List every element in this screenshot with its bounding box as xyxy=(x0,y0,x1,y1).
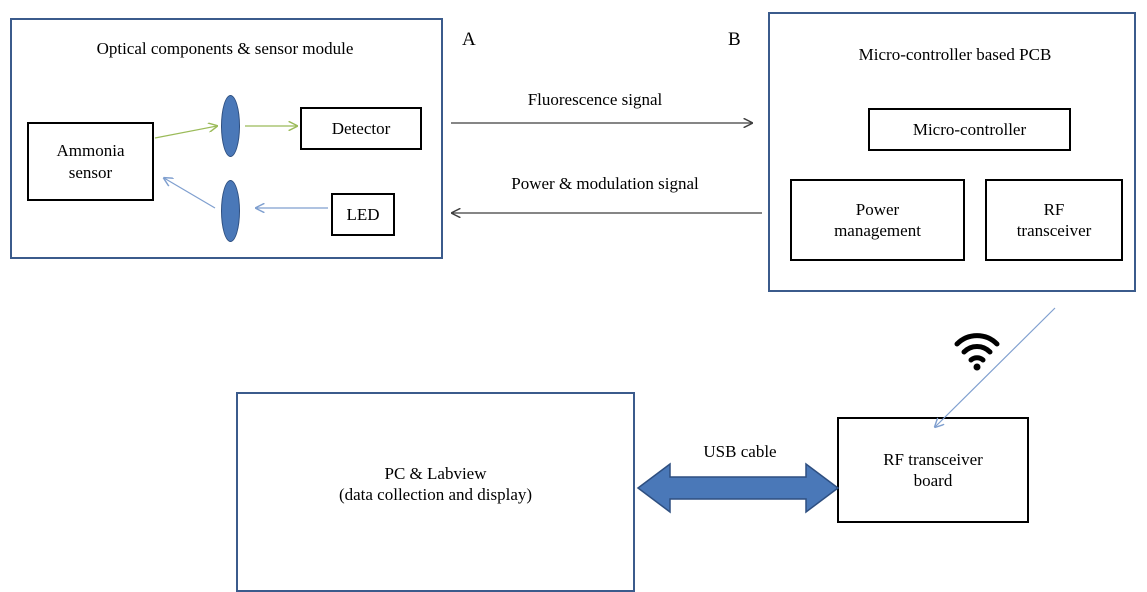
wireless-link-arrow xyxy=(935,307,1056,427)
power-management-box: Power management xyxy=(790,179,965,261)
pcb-title: Micro-controller based PCB xyxy=(858,45,1052,64)
lens-upper-icon xyxy=(221,95,240,157)
pc-labview-title: PC & Labview (data collection and displa… xyxy=(338,464,533,505)
detector-box: Detector xyxy=(300,107,422,150)
power-modulation-signal-label: Power & modulation signal xyxy=(511,174,699,193)
usb-cable-label: USB cable xyxy=(703,442,777,461)
microcontroller-box: Micro-controller xyxy=(868,108,1071,151)
led-box: LED xyxy=(331,193,395,236)
fluorescence-signal-label: Fluorescence signal xyxy=(527,90,663,109)
label-b: B xyxy=(728,29,741,50)
rf-transceiver-board: RF transceiver board xyxy=(837,417,1029,523)
wifi-icon xyxy=(954,333,1000,371)
lens-lower-icon xyxy=(221,180,240,242)
optical-module-title: Optical components & sensor module xyxy=(96,39,354,58)
usb-double-arrow xyxy=(636,462,840,514)
ammonia-sensor-box: Ammonia sensor xyxy=(27,122,154,201)
rf-transceiver-box: RF transceiver xyxy=(985,179,1123,261)
label-a: A xyxy=(462,29,476,50)
